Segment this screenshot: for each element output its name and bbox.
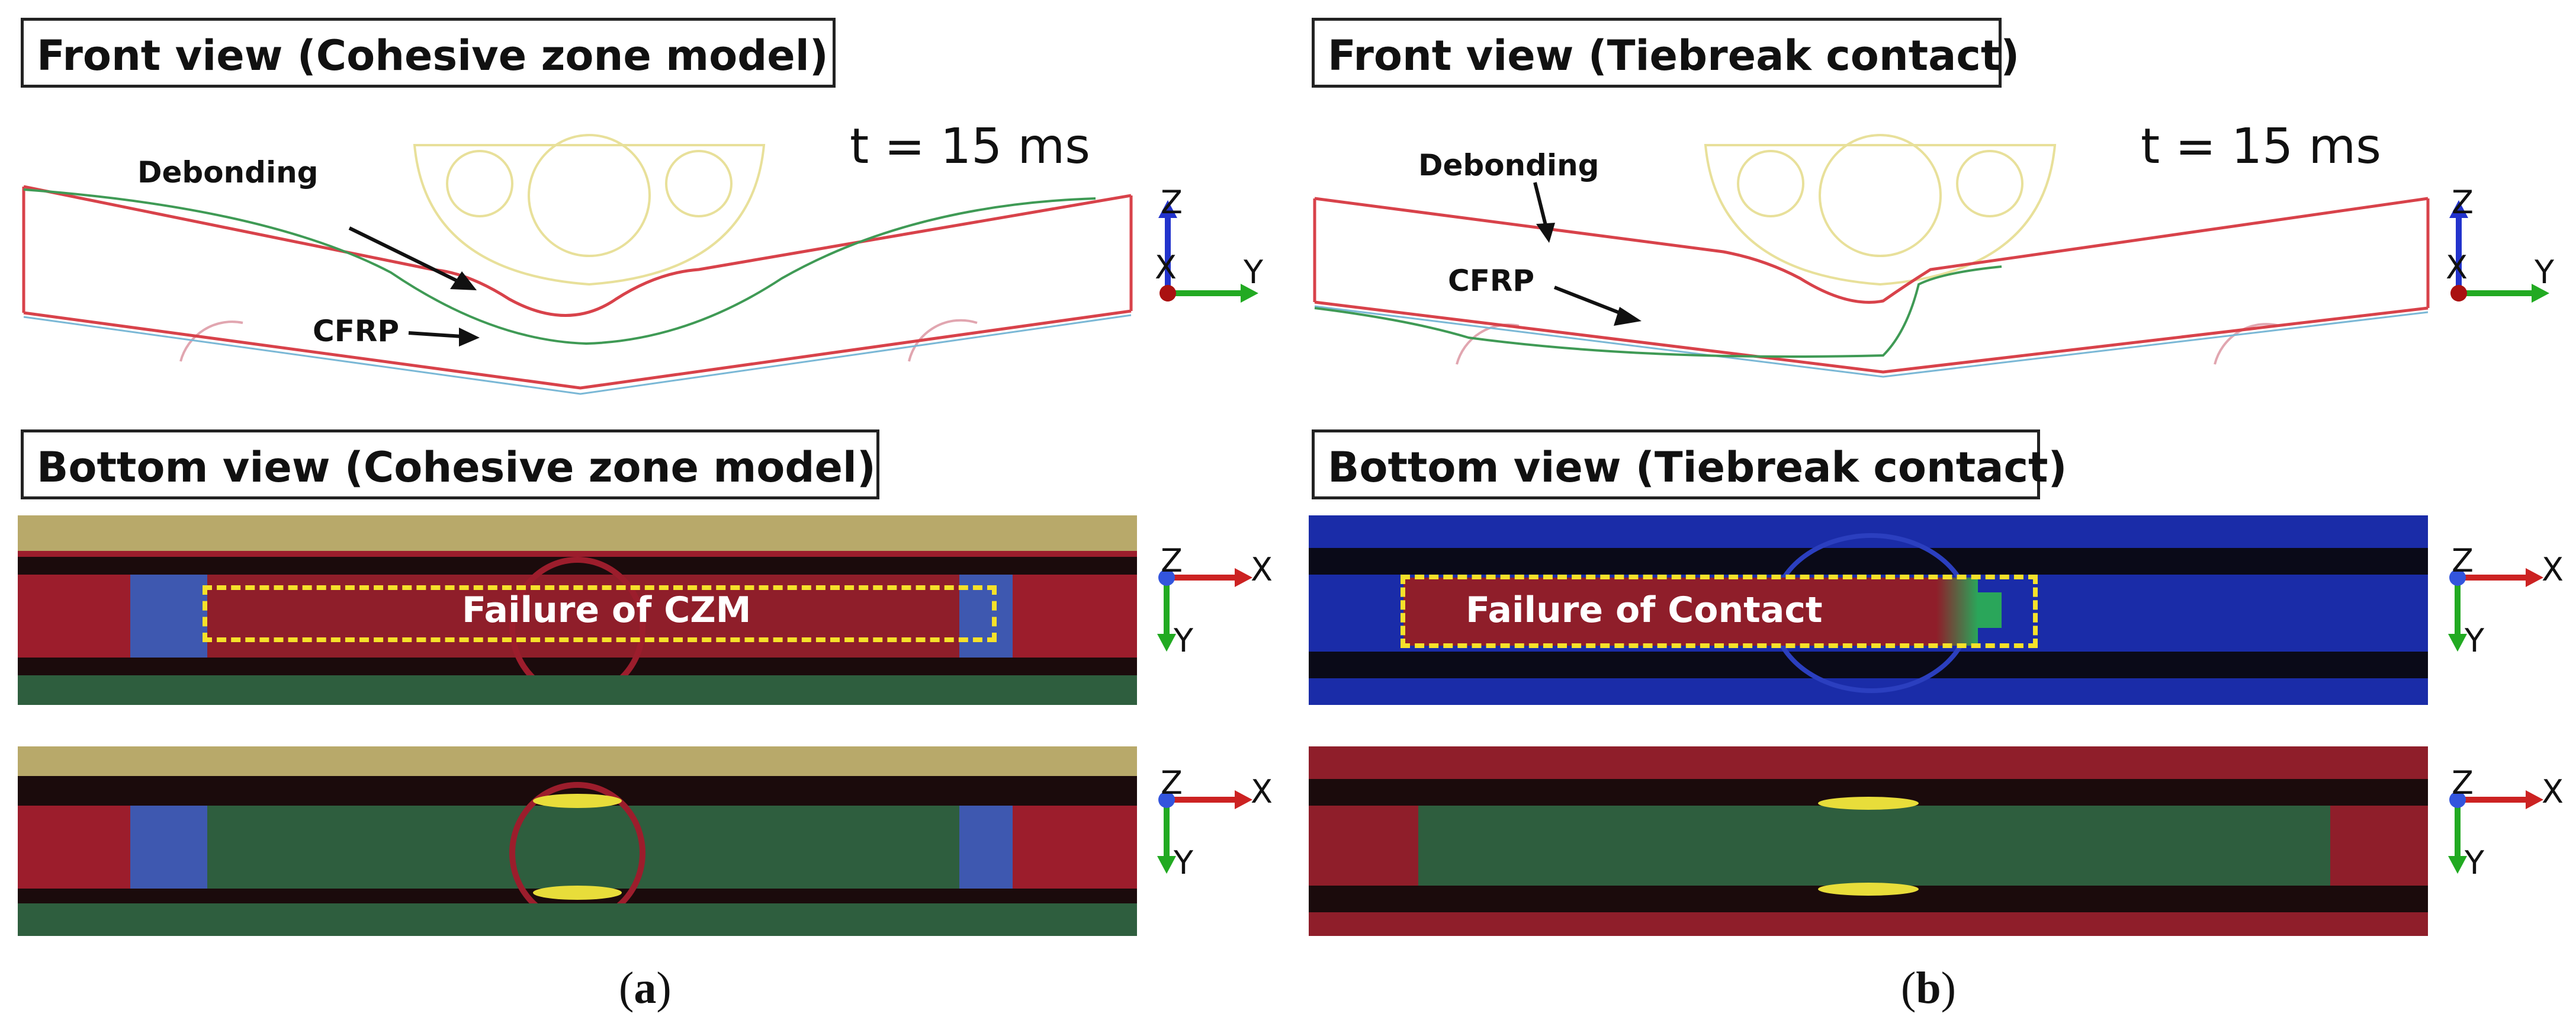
support-left — [179, 320, 243, 362]
axis-y-label: Y — [2464, 622, 2485, 659]
front-view-diagram-a — [22, 134, 1133, 395]
debonding-label-b: Debonding — [1418, 148, 1599, 182]
bottom-view-title-b: Bottom view (Tiebreak contact) — [1312, 429, 2067, 499]
bottom-view-failure-b — [1309, 515, 2428, 705]
axis-y-label: Y — [1173, 844, 1194, 881]
axis-y-label: Y — [1243, 254, 1264, 291]
cfrp-label-a: CFRP — [313, 314, 399, 348]
axis-z-label: Z — [2452, 764, 2474, 801]
axis-triad-xy-a2: Z X Y — [1157, 764, 1273, 881]
axis-z-label: Z — [2452, 184, 2474, 221]
debonding-label-a: Debonding — [137, 155, 319, 190]
axis-y-label: Y — [2534, 254, 2555, 291]
cfrp-arrowhead — [459, 328, 480, 347]
axis-z-label: Z — [2452, 542, 2474, 579]
axis-x-label: X — [2446, 249, 2468, 286]
support-right — [908, 319, 978, 362]
axis-triad-xy-b2: Z X Y — [2448, 764, 2564, 881]
axis-triad-zy-a: Z X Y — [1155, 184, 1264, 303]
failure-label-a: Failure of CZM — [462, 589, 751, 631]
indenter-hole-right — [665, 150, 733, 217]
bottom-view-cfrp-a — [18, 746, 1137, 936]
axis-z-label: Z — [1161, 184, 1183, 221]
axis-z-label: Z — [1161, 542, 1183, 579]
front-view-diagram-b — [1313, 134, 2430, 378]
indenter-hole-left — [446, 150, 513, 217]
front-view-title-a: Front view (Cohesive zone model) — [21, 18, 836, 88]
axis-y-label: Y — [2464, 844, 2485, 881]
cfrp-layer — [23, 188, 1096, 345]
debonding-arrow — [348, 226, 463, 285]
debonding-arrowhead — [450, 271, 477, 290]
axis-x-label: X — [2542, 551, 2564, 588]
axis-triad-zy-b: Z X Y — [2446, 184, 2555, 303]
bottom-view-title-a: Bottom view (Cohesive zone model) — [21, 429, 879, 499]
cfrp-arrow — [408, 331, 462, 338]
axis-x-label: X — [1251, 773, 1273, 810]
front-view-title-b: Front view (Tiebreak contact) — [1312, 18, 2019, 88]
bottom-view-cfrp-b — [1309, 746, 2428, 936]
beam-bottom-edge — [23, 309, 1132, 390]
axis-triad-xy-a1: Z X Y — [1157, 542, 1273, 659]
time-label-b: t = 15 ms — [2141, 118, 2381, 175]
beam-top-edge — [23, 185, 1132, 317]
failure-label-b: Failure of Contact — [1466, 589, 1823, 631]
beam-bottom-blue — [23, 314, 1132, 395]
axis-triad-xy-b1: Z X Y — [2448, 542, 2564, 659]
time-label-a: t = 15 ms — [850, 118, 1090, 175]
caption-b: (b) — [1901, 963, 1956, 1013]
axis-z-label: Z — [1161, 764, 1183, 801]
axis-x-label: X — [1251, 551, 1273, 588]
indenter-outline — [413, 144, 766, 286]
axis-y-label: Y — [1173, 622, 1194, 659]
bottom-view-failure-a — [18, 515, 1137, 705]
axis-x-label: X — [1155, 249, 1177, 286]
indenter-hole-center — [528, 134, 651, 257]
axis-x-label: X — [2542, 773, 2564, 810]
cfrp-label-b: CFRP — [1448, 264, 1534, 298]
caption-a: (a) — [619, 963, 672, 1013]
